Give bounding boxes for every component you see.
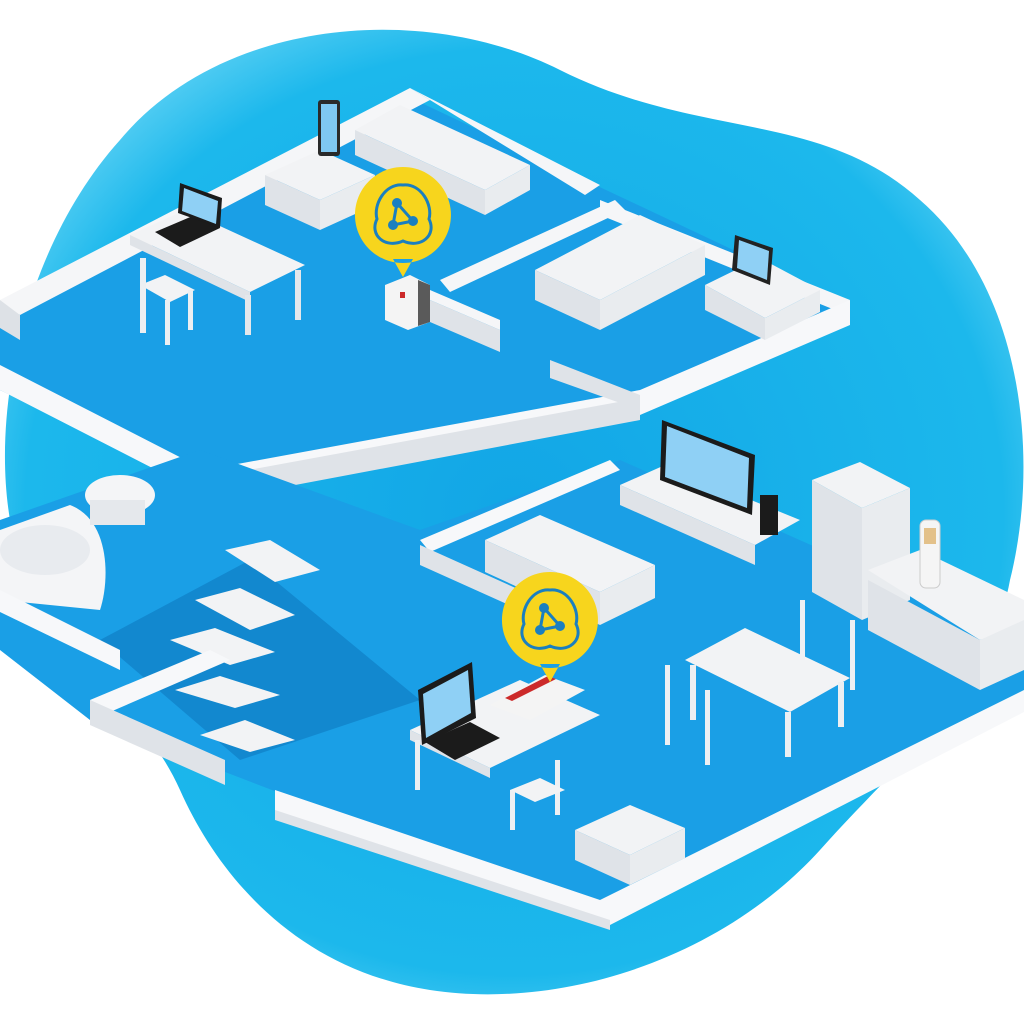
lower-furniture (410, 420, 1024, 885)
mesh-pin-lower[interactable] (501, 572, 598, 682)
mesh-pin-upper[interactable] (354, 167, 451, 277)
mesh-network-icon (373, 183, 433, 245)
mesh-network-icon (520, 588, 580, 650)
router-device (490, 675, 585, 720)
laptop-device (425, 722, 500, 760)
laptop-device (155, 215, 220, 247)
